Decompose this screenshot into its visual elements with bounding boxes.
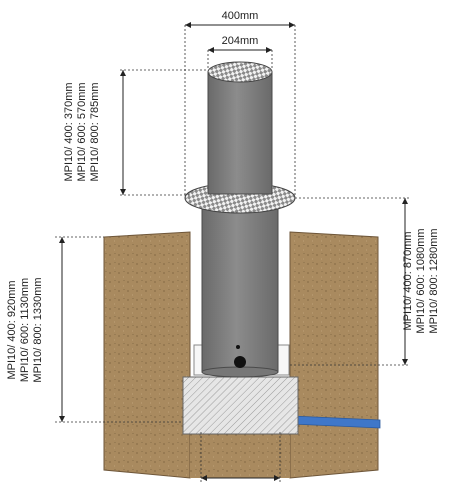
top-width-label: 400mm: [222, 10, 259, 22]
soil-right: [289, 231, 379, 479]
post-top-cap: [207, 61, 273, 83]
soil-left: [103, 231, 191, 479]
soil-bottom: [190, 430, 290, 478]
post-lower: [201, 204, 279, 373]
pit-depth-3: MPI10/ 800: 1330mm: [32, 277, 44, 382]
post-below-top-1: MPI10/ 400: 870mm: [402, 231, 414, 330]
pit-depth-1: MPI10/ 400: 920mm: [6, 280, 18, 379]
height-above-ground-3: MPI10/ 800: 785mm: [89, 82, 101, 181]
height-above-ground-2: MPI10/ 600: 570mm: [76, 82, 88, 181]
post-below-top-2: MPI10/ 600: 1080mm: [415, 228, 427, 333]
post-upper: [207, 71, 273, 195]
pit-depth-2: MPI10/ 600: 1130mm: [19, 278, 31, 382]
post-width-label: 204mm: [222, 35, 259, 47]
post-below-top-3: MPI10/ 800: 1280mm: [428, 228, 440, 333]
drain-hole: [234, 356, 246, 368]
height-above-ground-1: MPI10/ 400: 370mm: [63, 82, 75, 181]
concrete-base: [182, 376, 299, 435]
